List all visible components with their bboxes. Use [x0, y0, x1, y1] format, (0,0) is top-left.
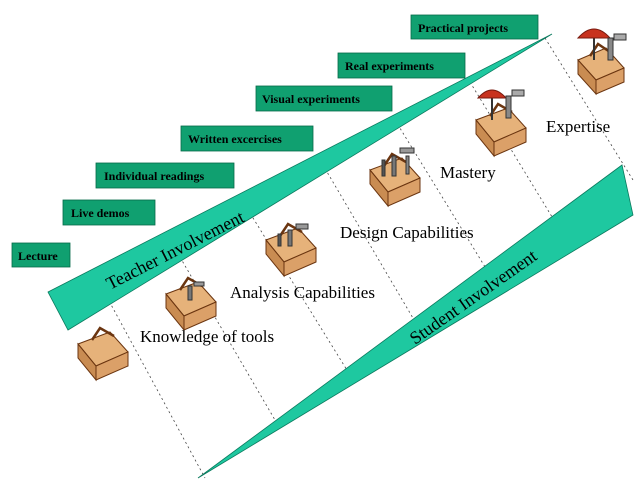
toolbox-with-tools-icon [165, 276, 217, 332]
level-expertise: Expertise [546, 117, 610, 136]
method-visual-experiments-label: Visual experiments [262, 92, 360, 106]
method-written-excercises-label: Written excercises [188, 132, 282, 146]
toolbox-with-tools-icon [265, 222, 317, 278]
method-live-demos-label: Live demos [71, 206, 130, 220]
teaching-method-boxes: Lecture Live demos Individual readings W… [11, 14, 539, 268]
method-practical-projects-label: Practical projects [418, 21, 508, 35]
level-mastery: Mastery [440, 163, 496, 182]
divider-5 [394, 119, 491, 276]
stage-dividers [94, 37, 634, 479]
method-box-visual-experiments: Visual experiments [255, 85, 393, 112]
method-box-individual-readings: Individual readings [95, 162, 235, 189]
toolbox-with-umbrella-icon [576, 28, 627, 96]
student-involvement-band [197, 164, 634, 479]
student-involvement-label: Student Involvement [406, 246, 541, 349]
method-lecture-label: Lecture [18, 249, 58, 263]
method-box-practical-projects: Practical projects [410, 14, 539, 40]
method-box-lecture: Lecture [11, 242, 71, 268]
method-box-live-demos: Live demos [62, 199, 156, 226]
divider-1 [94, 274, 206, 479]
method-box-real-experiments: Real experiments [337, 52, 466, 79]
capability-levels: Knowledge of tools Analysis Capabilities… [140, 117, 610, 346]
toolbox-with-umbrella-icon [475, 89, 527, 158]
method-real-experiments-label: Real experiments [345, 59, 434, 73]
divider-6 [469, 81, 561, 231]
toolbox-icon [77, 326, 129, 382]
method-individual-readings-label: Individual readings [104, 169, 204, 183]
level-analysis-capabilities: Analysis Capabilities [230, 283, 375, 302]
method-box-written-excercises: Written excercises [180, 125, 314, 152]
toolbox-icons [77, 28, 627, 382]
level-design-capabilities: Design Capabilities [340, 223, 474, 242]
level-knowledge-of-tools: Knowledge of tools [140, 327, 274, 346]
toolbox-with-tools-icon [369, 147, 421, 208]
divider-3 [244, 204, 351, 376]
teacher-involvement-band [47, 33, 553, 331]
